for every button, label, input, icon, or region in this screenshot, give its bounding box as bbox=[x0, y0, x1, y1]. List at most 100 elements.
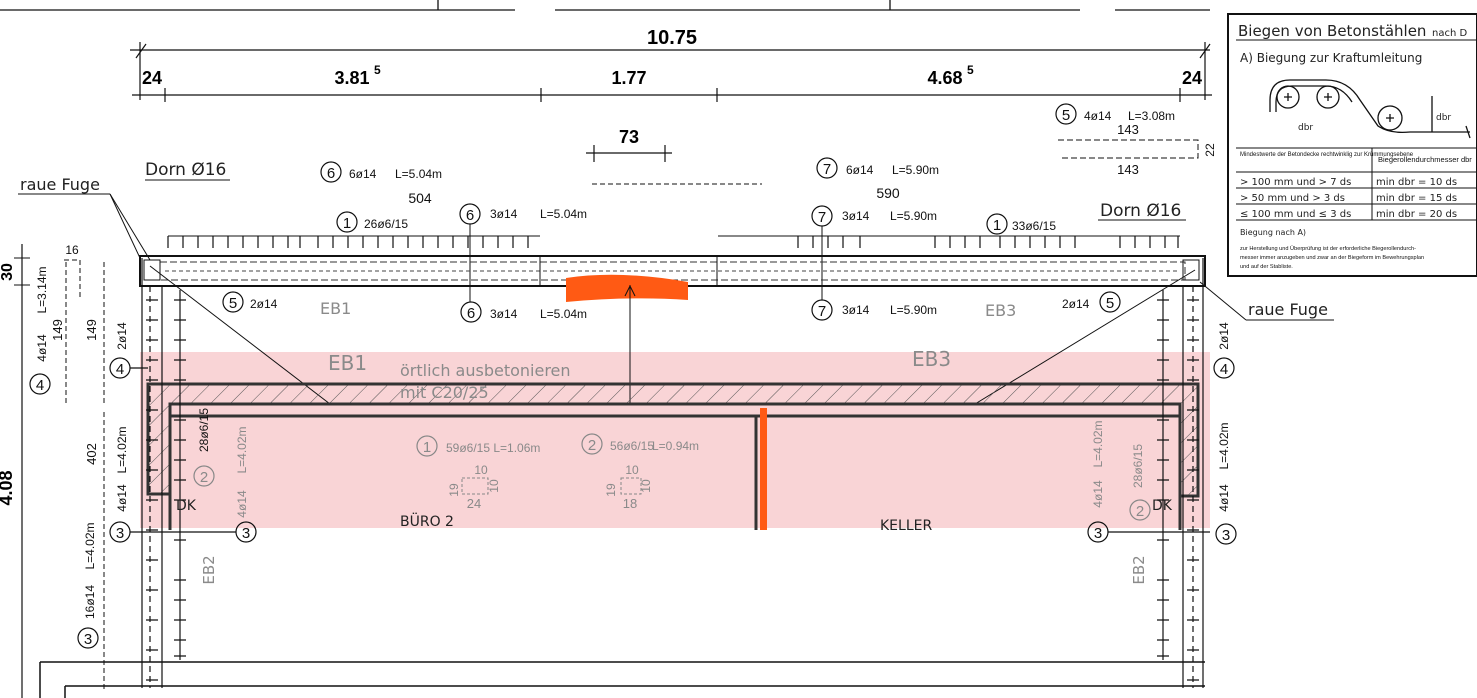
pos2-right-text: 28ø6/15 bbox=[1131, 444, 1145, 488]
hatched-slab bbox=[146, 382, 1200, 530]
legend-foot4: und auf der Stabliste. bbox=[1240, 264, 1293, 270]
pos2-right-circle bbox=[1129, 499, 1151, 521]
svg-text:18: 18 bbox=[623, 496, 637, 511]
pos7-top-num: 7 bbox=[823, 161, 831, 178]
legend-row3-a: ≤ 100 mm und ≤ 3 ds bbox=[1240, 209, 1351, 220]
pos6-bot-len: L=5.04m bbox=[540, 307, 587, 321]
pos5-right-bot-circle bbox=[1099, 291, 1121, 313]
pos5-top-len: L=3.08m bbox=[1128, 109, 1175, 123]
pos6-bot-circle bbox=[460, 301, 482, 323]
dim-opening: 73 bbox=[619, 127, 639, 147]
highlight-zone bbox=[140, 352, 1210, 528]
stirrup-ticks bbox=[167, 236, 1179, 248]
pos2-slab-text: 56ø6/15 bbox=[610, 439, 654, 453]
dim-seg3-sup: 5 bbox=[967, 63, 974, 77]
orange-patch bbox=[566, 274, 688, 302]
pos1-slab-circle bbox=[416, 435, 438, 457]
svg-text:10: 10 bbox=[474, 463, 488, 477]
pos3-left-bot-text: 16ø14 bbox=[83, 585, 97, 619]
pos5-right-bot-num: 5 bbox=[1106, 295, 1114, 312]
legend-title-suffix: nach D bbox=[1432, 28, 1467, 39]
dim-right-edge: 24 bbox=[1182, 68, 1202, 88]
eb2-left-label: EB2 bbox=[200, 555, 218, 584]
pos5-top-sub2: 143 bbox=[1117, 162, 1139, 177]
stirrup-shape-b: 10 19 10 18 bbox=[604, 463, 653, 511]
dim-seg3: 4.68 bbox=[927, 68, 962, 88]
raue-fuge-left-label: raue Fuge bbox=[20, 175, 100, 194]
pos5-top-num: 5 bbox=[1062, 107, 1070, 124]
pos3-left-in-num: 3 bbox=[242, 525, 250, 542]
pos3-left-bot-len: L=4.02m bbox=[83, 522, 97, 569]
pos3-right-text: 4ø14 bbox=[1217, 484, 1231, 512]
pos3-left-bot-circle bbox=[77, 627, 99, 649]
pos5-left-bot-text: 2ø14 bbox=[250, 297, 278, 311]
dk-right-label: DK bbox=[1152, 498, 1173, 514]
pos3-left-bot-num: 3 bbox=[84, 631, 92, 648]
pos7-bot-circle bbox=[811, 299, 833, 321]
pos6-bot-text: 3ø14 bbox=[490, 307, 518, 321]
pos2-left-text: 28ø6/15 bbox=[197, 408, 211, 452]
pos4-left-len: L=3.14m bbox=[35, 266, 49, 313]
pos3-left-circle bbox=[109, 521, 131, 543]
pos2-slab-len: L=0.94m bbox=[652, 439, 699, 453]
pos2-slab-circle bbox=[581, 433, 603, 455]
pos7-top-text: 6ø14 bbox=[846, 163, 874, 177]
eb1-beam-label: EB1 bbox=[320, 299, 351, 318]
pos7-top-len: L=5.90m bbox=[892, 163, 939, 177]
legend-row3-b: min dbr = 20 ds bbox=[1376, 209, 1457, 220]
pos1-right-num: 1 bbox=[993, 217, 1001, 234]
pos6-top-sub: 504 bbox=[408, 190, 432, 206]
pos6-top-len: L=5.04m bbox=[395, 167, 442, 181]
legend-sub: A) Biegung zur Kraftumleitung bbox=[1240, 51, 1422, 65]
pos1-right-text: 33ø6/15 bbox=[1012, 219, 1056, 233]
pos3-right-in-num: 3 bbox=[1094, 525, 1102, 542]
room-left-label: BÜRO 2 bbox=[400, 512, 454, 530]
legend-col1-head: Mindestwerte der Betondecke rechtwinklig… bbox=[1240, 152, 1414, 158]
pos6-mid-text: 3ø14 bbox=[490, 207, 518, 221]
pos3-right-in-text: 4ø14 bbox=[1091, 480, 1105, 508]
svg-text:10: 10 bbox=[625, 463, 639, 477]
dim-total: 10.75 bbox=[647, 27, 697, 49]
pos7-bot-len: L=5.90m bbox=[890, 303, 937, 317]
pos6-top-text: 6ø14 bbox=[349, 167, 377, 181]
bending-legend: Biegen von Betonstählen nach D A) Biegun… bbox=[1227, 13, 1477, 277]
legend-title: Biegen von Betonstählen bbox=[1238, 22, 1426, 40]
top-frame-lines bbox=[0, 0, 1210, 11]
pos2-slab-num: 2 bbox=[588, 437, 596, 454]
pos4-left-text: 4ø14 bbox=[35, 334, 49, 362]
svg-text:19: 19 bbox=[447, 483, 461, 497]
legend-foot1: Biegung nach A) bbox=[1240, 228, 1306, 237]
pos7-bot-text: 3ø14 bbox=[842, 303, 870, 317]
pos3-right-len: L=4.02m bbox=[1217, 422, 1231, 469]
pos3-right-num: 3 bbox=[1222, 527, 1230, 544]
pos7-bot-num: 7 bbox=[818, 303, 826, 320]
right-column bbox=[1157, 258, 1204, 688]
legend-foot3: messer immer anzugeben und zwar an der B… bbox=[1240, 255, 1424, 261]
pos7-mid-len: L=5.90m bbox=[890, 209, 937, 223]
pos7-top-circle bbox=[816, 157, 838, 179]
pos4-left-num: 4 bbox=[36, 377, 44, 394]
dimension-chain bbox=[130, 42, 1212, 162]
dim-left-149a: 149 bbox=[50, 319, 65, 341]
pos5-left-bot-num: 5 bbox=[229, 295, 237, 312]
pos3-right-in-len: L=4.02m bbox=[1091, 420, 1105, 467]
pos5-right-bot-text: 2ø14 bbox=[1062, 297, 1090, 311]
pos1-right-circle bbox=[986, 213, 1008, 235]
dim-top-cut: 30 bbox=[0, 263, 16, 281]
pos5-left-bot-circle bbox=[222, 291, 244, 313]
dim-left-edge: 24 bbox=[142, 68, 162, 88]
pos4-left2-text: 2ø14 bbox=[115, 322, 129, 350]
pos3-left-num: 3 bbox=[116, 525, 124, 542]
pos6-top-num: 6 bbox=[327, 165, 335, 182]
note-line2: mit C20/25 bbox=[400, 383, 489, 402]
legend-row2-a: > 50 mm und > 3 ds bbox=[1240, 193, 1345, 204]
pos3-left-in-text: 4ø14 bbox=[235, 490, 249, 518]
left-column bbox=[141, 258, 186, 688]
pos2-right-num: 2 bbox=[1136, 503, 1144, 520]
dorn-left-label: Dorn Ø16 bbox=[145, 160, 226, 180]
legend-col2-head: Biegerollendurchmesser dbr bbox=[1378, 155, 1472, 164]
pos4-left-circle bbox=[29, 373, 51, 395]
eb3-zone-label: EB3 bbox=[912, 347, 951, 371]
stirrup-shape-a: 10 19 10 24 bbox=[447, 463, 501, 511]
legend-row2-b: min dbr = 15 ds bbox=[1376, 193, 1457, 204]
